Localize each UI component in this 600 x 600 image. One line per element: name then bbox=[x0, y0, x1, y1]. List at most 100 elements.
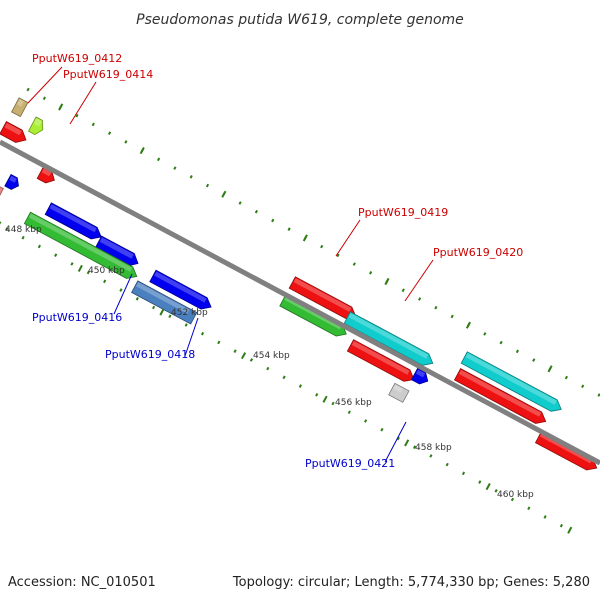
major-tick bbox=[404, 439, 410, 447]
minor-tick bbox=[559, 523, 563, 528]
minor-tick bbox=[271, 218, 275, 223]
gene-feature-arrow bbox=[0, 186, 4, 196]
minor-tick bbox=[184, 323, 188, 327]
gene-feature-highlight bbox=[41, 168, 52, 177]
minor-tick bbox=[287, 227, 291, 231]
feature-track bbox=[0, 97, 598, 471]
minor-tick bbox=[254, 209, 258, 214]
gene-feature-highlight bbox=[348, 313, 429, 359]
gene-feature-highlight bbox=[154, 271, 207, 303]
minor-tick bbox=[70, 262, 74, 266]
minor-tick bbox=[124, 140, 128, 144]
gene-feature-highlight bbox=[351, 341, 410, 375]
minor-tick bbox=[543, 515, 547, 519]
minor-tick bbox=[445, 462, 449, 467]
minor-tick bbox=[331, 401, 335, 406]
minor-tick bbox=[157, 157, 161, 162]
major-tick bbox=[0, 221, 2, 225]
minor-tick bbox=[320, 244, 324, 249]
minor-tick bbox=[168, 314, 172, 319]
minor-tick bbox=[336, 253, 340, 258]
minor-tick bbox=[75, 113, 79, 118]
tick-label-456: 456 kbp bbox=[335, 398, 372, 408]
gene-feature-arrow bbox=[0, 121, 27, 143]
gene-feature-highlight bbox=[293, 278, 352, 312]
minor-tick bbox=[483, 332, 487, 336]
gene-label-pputw619-0412: PputW619_0412 bbox=[32, 52, 122, 65]
minor-tick bbox=[298, 384, 302, 388]
major-tick bbox=[322, 395, 328, 403]
minor-tick bbox=[119, 288, 123, 292]
gene-feature-arrow bbox=[149, 269, 212, 310]
minor-tick bbox=[581, 384, 585, 389]
gene-labels: PputW619_0412 PputW619_0414 PputW619_041… bbox=[32, 52, 523, 470]
minor-tick bbox=[189, 175, 193, 179]
minor-tick bbox=[217, 340, 221, 345]
minor-tick bbox=[527, 506, 531, 511]
minor-tick bbox=[597, 393, 600, 397]
minor-tick bbox=[418, 297, 422, 301]
minor-tick bbox=[173, 166, 177, 170]
minor-tick bbox=[238, 201, 242, 205]
major-tick bbox=[221, 190, 227, 198]
gene-feature-arrow bbox=[11, 97, 29, 118]
minor-tick bbox=[510, 497, 515, 502]
accession-text: Accession: NC_010501 bbox=[8, 575, 156, 590]
minor-tick bbox=[233, 349, 237, 353]
major-tick bbox=[139, 147, 145, 155]
gene-feature-highlight bbox=[99, 237, 134, 259]
tick-label-460: 460 kbp bbox=[497, 490, 534, 500]
minor-tick bbox=[413, 445, 417, 449]
tick-label-454: 454 kbp bbox=[253, 351, 290, 361]
major-tick bbox=[567, 526, 573, 534]
gene-feature-highlight bbox=[393, 384, 403, 393]
minor-tick bbox=[347, 410, 351, 415]
gene-feature-highlight bbox=[136, 282, 190, 314]
map-title: Pseudomonas putida W619, complete genome bbox=[136, 12, 464, 28]
major-tick bbox=[384, 277, 390, 286]
gene-feature-highlight bbox=[465, 353, 557, 405]
minor-tick bbox=[5, 227, 9, 231]
major-tick bbox=[485, 483, 491, 491]
minor-tick bbox=[282, 375, 286, 380]
gene-feature-highlight bbox=[28, 213, 133, 272]
tick-labels: 448 kbp 450 kbp 452 kbp 454 kbp 456 kbp … bbox=[5, 225, 534, 500]
gene-feature-arrow bbox=[388, 382, 410, 403]
minor-tick bbox=[108, 131, 112, 135]
minor-tick bbox=[37, 244, 41, 249]
minor-tick bbox=[21, 235, 25, 240]
minor-tick bbox=[369, 271, 373, 275]
minor-tick bbox=[434, 305, 438, 310]
gene-label-pputw619-0414: PputW619_0414 bbox=[63, 68, 153, 81]
gene-feature-arrow bbox=[453, 368, 547, 424]
tick-marks bbox=[0, 87, 600, 534]
gene-feature-arrow bbox=[460, 351, 562, 412]
tick-label-452: 452 kbp bbox=[171, 308, 208, 318]
minor-tick bbox=[380, 427, 384, 432]
major-tick bbox=[547, 365, 553, 373]
gene-feature-arrow bbox=[44, 202, 102, 240]
tick-label-450: 450 kbp bbox=[88, 266, 125, 276]
gene-feature-highlight bbox=[458, 369, 542, 417]
tick-label-448: 448 kbp bbox=[5, 225, 42, 235]
minor-tick bbox=[564, 375, 568, 380]
gene-feature-arrow bbox=[131, 280, 198, 325]
minor-tick bbox=[478, 480, 482, 484]
minor-tick bbox=[401, 288, 405, 293]
gene-feature-highlight bbox=[9, 175, 17, 183]
major-tick bbox=[465, 321, 471, 329]
gene-feature-highlight bbox=[16, 99, 24, 107]
minor-tick bbox=[315, 393, 319, 397]
gene-label-pputw619-0419: PputW619_0419 bbox=[358, 206, 448, 219]
minor-tick bbox=[42, 96, 46, 101]
gene-feature-highlight bbox=[415, 369, 426, 378]
minor-tick bbox=[26, 87, 30, 92]
minor-tick bbox=[396, 436, 400, 441]
major-tick bbox=[77, 264, 83, 272]
minor-tick bbox=[86, 270, 90, 275]
minor-tick bbox=[532, 358, 536, 362]
major-tick bbox=[159, 308, 165, 316]
gene-label-pputw619-0421: PputW619_0421 bbox=[305, 457, 395, 470]
tick-label-458: 458 kbp bbox=[415, 443, 452, 453]
